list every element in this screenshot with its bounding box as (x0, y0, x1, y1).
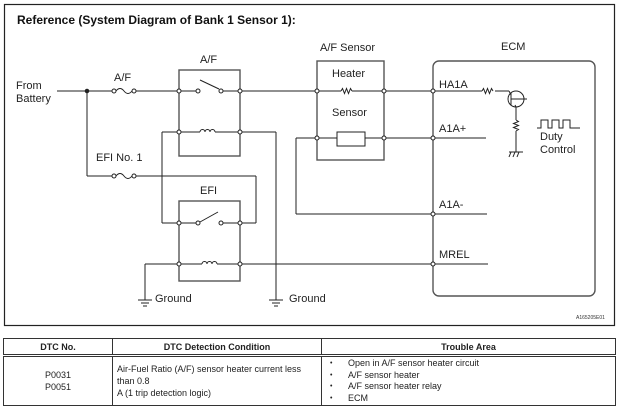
af-relay-coil-icon (176, 129, 243, 135)
diagram-title: Reference (System Diagram of Bank 1 Sens… (17, 13, 296, 27)
heater-label: Heater (332, 68, 366, 80)
af-relay-switch-icon (176, 79, 243, 94)
af-sensor-label: A/F Sensor (320, 42, 376, 54)
trouble-area-item: ECM (326, 393, 611, 405)
ground-label-2: Ground (289, 293, 326, 305)
af-fuse-icon (111, 88, 137, 94)
figure-frame (3, 3, 616, 327)
pulldown-resistor-icon (512, 119, 520, 132)
efi-relay-switch-icon (176, 211, 243, 226)
trouble-area-item: A/F sensor heater relay (326, 381, 611, 393)
heater-resistor-icon (314, 87, 387, 95)
trouble-area-item: Open in A/F sensor heater circuit (326, 358, 611, 370)
ground-label-1: Ground (155, 293, 192, 305)
trouble-area-item: A/F sensor heater (326, 370, 611, 382)
figure-id: A165205E01 (576, 315, 605, 321)
pin-ha1a-label: HA1A (439, 79, 468, 91)
ecm-label: ECM (501, 41, 526, 53)
pin-a1a-minus-label: A1A- (439, 199, 464, 211)
duty-control-label-2: Control (540, 144, 576, 156)
af-fuse-label: A/F (114, 72, 132, 84)
efi-no1-fuse-label: EFI No. 1 (96, 152, 143, 164)
dtc-table: DTC No. DTC Detection Condition Trouble … (3, 338, 616, 406)
ground-icon-2 (269, 299, 283, 307)
chassis-ground-icon (508, 151, 523, 158)
detection-condition-cell: Air-Fuel Ratio (A/F) sensor heater curre… (112, 355, 322, 406)
sensor-label: Sensor (332, 107, 367, 119)
from-battery-label-1: From (16, 80, 42, 92)
ground-icon-1 (138, 299, 152, 307)
header-trouble-area: Trouble Area (321, 338, 616, 357)
dtc-code: P0031 (44, 370, 72, 380)
ecm-box (432, 60, 596, 297)
transistor-icon (507, 90, 527, 108)
pin-mrel-label: MREL (439, 249, 470, 261)
dtc-codes-cell: P0031 P0051 (3, 355, 113, 406)
efi-relay (178, 200, 241, 282)
efi-relay-coil-icon (176, 261, 243, 267)
duty-waveform-icon (537, 119, 580, 129)
dtc-code: P0051 (44, 382, 72, 392)
duty-control-label-1: Duty (540, 131, 563, 143)
af-relay (178, 69, 241, 157)
circuit-drawing (3, 3, 616, 327)
table-header-row: DTC No. DTC Detection Condition Trouble … (3, 338, 616, 357)
condition-line: Air-Fuel Ratio (A/F) sensor heater curre… (117, 364, 302, 386)
af-relay-label: A/F (200, 54, 218, 66)
ecm-pins (430, 88, 488, 267)
efi-no1-fuse-icon (111, 173, 137, 179)
sensor-element-icon (314, 131, 387, 147)
efi-relay-label: EFI (200, 185, 218, 197)
header-detection-condition: DTC Detection Condition (112, 338, 322, 357)
table-row: P0031 P0051 Air-Fuel Ratio (A/F) sensor … (3, 355, 616, 406)
condition-line: A (1 trip detection logic) (117, 388, 212, 398)
af-sensor-box (316, 60, 385, 161)
pin-a1a-plus-label: A1A+ (439, 123, 467, 135)
junction-dot (84, 88, 90, 94)
from-battery-label-2: Battery (16, 93, 51, 105)
trouble-area-cell: Open in A/F sensor heater circuit A/F se… (321, 355, 616, 406)
header-dtc-no: DTC No. (3, 338, 113, 357)
system-diagram: Reference (System Diagram of Bank 1 Sens… (3, 3, 616, 327)
ecm-resistor-icon (481, 87, 509, 95)
